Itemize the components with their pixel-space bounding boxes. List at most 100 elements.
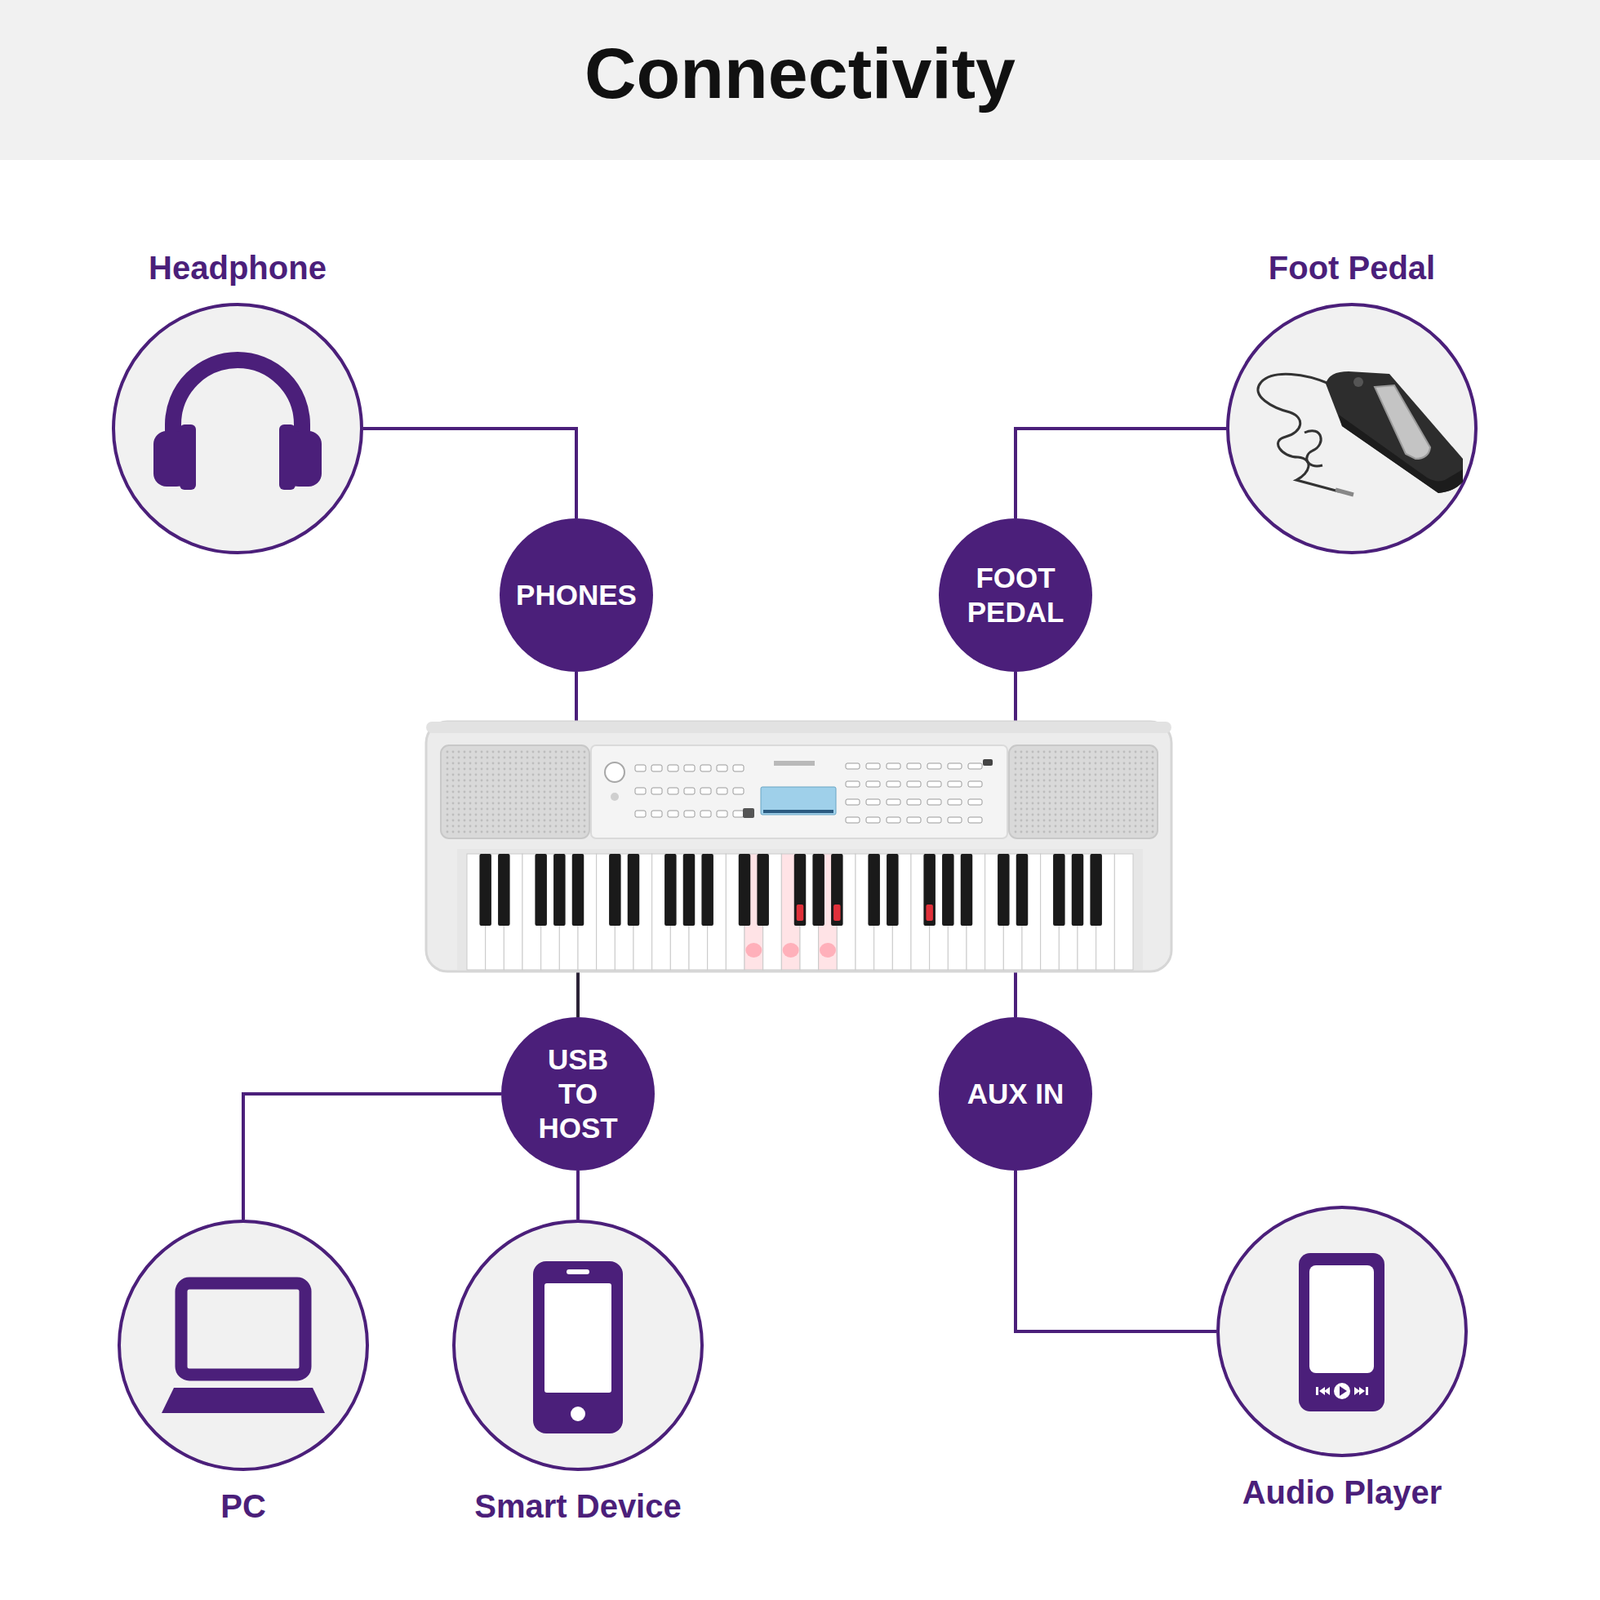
- speaker-grille: [560, 768, 564, 771]
- speaker-grille: [577, 791, 581, 794]
- panel-button: [906, 799, 921, 805]
- speaker-grille: [452, 773, 455, 777]
- speaker-grille: [1031, 796, 1035, 800]
- speaker-grille: [1014, 808, 1018, 811]
- speaker-grille: [520, 802, 524, 805]
- speaker-grille: [526, 831, 529, 834]
- speaker-grille: [463, 831, 467, 834]
- speaker-grille: [555, 773, 558, 777]
- speaker-grille: [532, 785, 535, 788]
- speaker-grille: [509, 796, 512, 800]
- speaker-grille: [526, 808, 529, 811]
- speaker-grille: [1134, 762, 1138, 765]
- circle-outline: [113, 304, 362, 553]
- speaker-grille: [560, 825, 564, 828]
- piano-key: [522, 853, 542, 970]
- piano-key: [664, 853, 677, 926]
- piano-key: [886, 853, 899, 926]
- speaker-grille: [1037, 768, 1040, 771]
- speaker-grille: [463, 796, 467, 800]
- speaker-grille: [1128, 808, 1132, 811]
- speaker-grille: [1140, 779, 1143, 783]
- speaker-grille: [480, 796, 484, 800]
- speaker-grille: [1043, 762, 1046, 765]
- speaker-grille: [515, 808, 518, 811]
- speaker-grille: [537, 762, 541, 765]
- speaker-grille: [572, 831, 575, 834]
- speaker-grille: [1014, 785, 1018, 788]
- speaker-grille: [537, 819, 541, 823]
- speaker-grille: [480, 751, 484, 754]
- speaker-grille: [520, 779, 524, 783]
- port-circle: AUX IN: [938, 1017, 1093, 1171]
- speaker-grille: [509, 819, 512, 823]
- speaker-grille: [549, 756, 552, 760]
- panel-button: [927, 817, 942, 823]
- speaker-grille: [1100, 802, 1103, 805]
- speaker-grille: [515, 813, 518, 817]
- speaker-grille: [1043, 751, 1046, 754]
- connector-line: [1015, 428, 1227, 519]
- piano-key: [479, 853, 492, 926]
- speaker-grille: [480, 825, 484, 828]
- speaker-grille: [537, 773, 541, 777]
- device-label: Audio Player: [1162, 1473, 1522, 1512]
- speaker-grille: [509, 802, 512, 805]
- speaker-grille: [1117, 796, 1120, 800]
- piano-key: [534, 853, 547, 926]
- speaker-grille: [1140, 756, 1143, 760]
- speaker-grille: [492, 791, 495, 794]
- speaker-grille: [1066, 751, 1069, 754]
- speaker-grille: [1094, 773, 1098, 777]
- piano-key: [707, 853, 727, 970]
- speaker-grille: [1037, 808, 1040, 811]
- speaker-grille: [515, 768, 518, 771]
- speaker-grille: [515, 762, 518, 765]
- speaker-grille: [532, 779, 535, 783]
- speaker-grille: [452, 756, 455, 760]
- speaker-grille: [572, 796, 575, 800]
- speaker-grille: [452, 785, 455, 788]
- speaker-grille: [566, 768, 569, 771]
- speaker-grille: [1060, 751, 1063, 754]
- panel-button: [968, 817, 983, 823]
- speaker-grille: [446, 785, 449, 788]
- speaker-grille: [1094, 819, 1098, 823]
- speaker-grille: [497, 825, 501, 828]
- speaker-grille: [532, 796, 535, 800]
- speaker-grille: [1111, 831, 1115, 834]
- speaker-grille: [480, 791, 484, 794]
- speaker-grille: [1128, 802, 1132, 805]
- speaker-grille: [497, 762, 501, 765]
- panel-button: [716, 787, 728, 795]
- speaker-grille: [537, 779, 541, 783]
- panel-button: [635, 764, 646, 772]
- leader-line: [1013, 971, 1018, 1018]
- piano-key: [1089, 853, 1103, 926]
- speaker-grille: [537, 791, 541, 794]
- speaker-grille: [515, 831, 518, 834]
- speaker-grille: [1134, 802, 1138, 805]
- speaker-grille: [1014, 762, 1018, 765]
- speaker-grille: [537, 825, 541, 828]
- speaker-grille: [1100, 813, 1103, 817]
- speaker-grille: [526, 756, 529, 760]
- speaker-grille: [526, 785, 529, 788]
- speaker-grille: [1128, 785, 1132, 788]
- keyboard-illustration: [604, 762, 625, 783]
- speaker-grille: [532, 791, 535, 794]
- speaker-grille: [1117, 831, 1120, 834]
- speaker-grille: [446, 768, 449, 771]
- speaker-grille: [1146, 773, 1149, 777]
- speaker-grille: [475, 831, 478, 834]
- speaker-grille: [503, 791, 507, 794]
- speaker-grille: [446, 802, 449, 805]
- speaker-grille: [555, 819, 558, 823]
- speaker-grille: [497, 785, 501, 788]
- speaker-grille: [572, 802, 575, 805]
- speaker-grille: [480, 802, 484, 805]
- speaker-grille: [1014, 796, 1018, 800]
- speaker-grille: [492, 768, 495, 771]
- device-label: PC: [63, 1487, 423, 1525]
- speaker-grille: [1083, 785, 1086, 788]
